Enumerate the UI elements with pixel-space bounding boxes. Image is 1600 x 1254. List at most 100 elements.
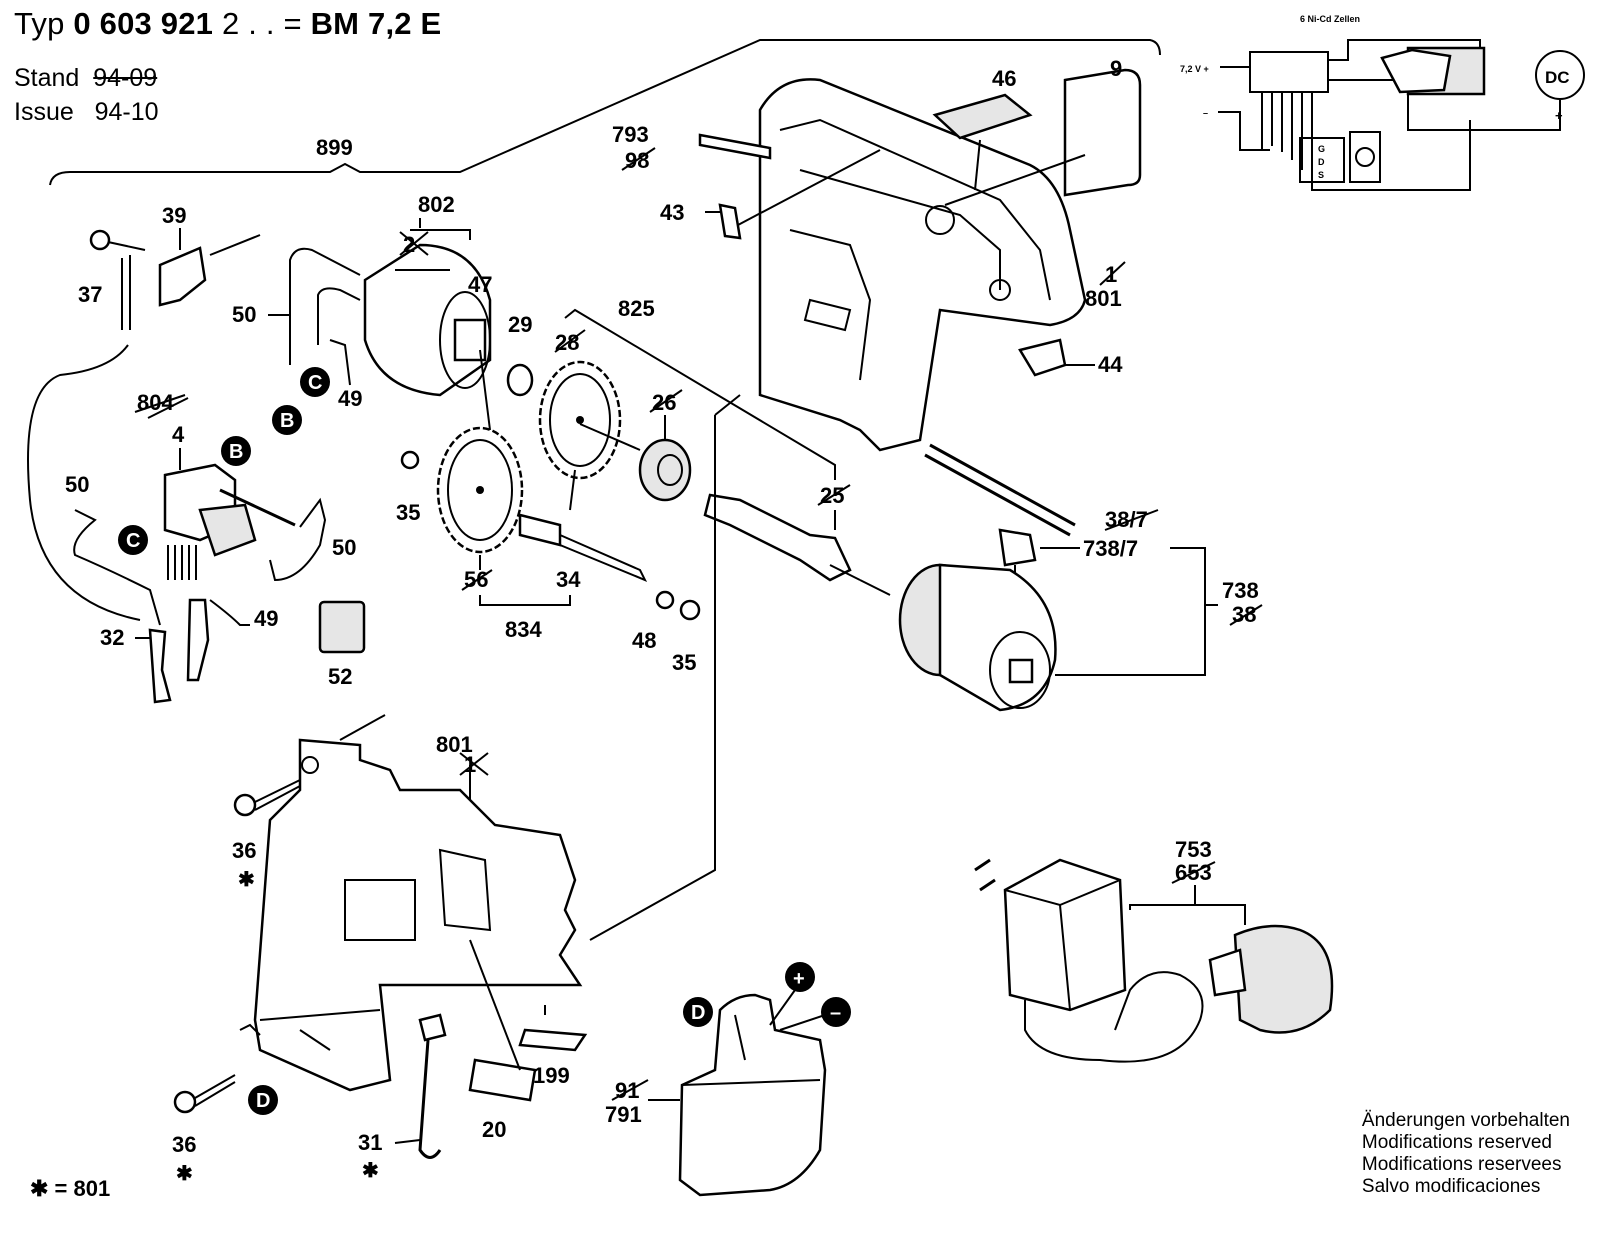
part-35-washer: [400, 450, 420, 470]
part-56-gear: [436, 426, 524, 554]
callout-50b: 50: [65, 472, 89, 497]
part-49-contact: [186, 598, 210, 682]
note-de: Änderungen vorbehalten: [1361, 1110, 1570, 1131]
callout-35: 35: [396, 500, 420, 525]
callout-791: 791: [605, 1102, 642, 1127]
star-bottom: ✱: [176, 1163, 193, 1185]
callout-20: 20: [482, 1117, 506, 1142]
callout-47: 47: [468, 272, 492, 297]
callout-49: 49: [338, 386, 362, 411]
callout-31: 31: [358, 1130, 382, 1155]
svg-text:–: –: [830, 1002, 841, 1024]
callout-738-7: 738/7: [1083, 536, 1138, 561]
part-25-spindle: [703, 493, 861, 582]
part-29-bushing: [506, 363, 534, 397]
stand-row: Stand 94-09: [14, 64, 157, 93]
star-31: ✱: [362, 1160, 379, 1182]
callout-9: 9: [1110, 56, 1122, 81]
callout-738: 738: [1222, 578, 1259, 603]
callout-29: 29: [508, 312, 532, 337]
part-20-label: [468, 1058, 537, 1102]
marker-minus: –: [821, 997, 851, 1027]
strike-marks: [134, 147, 1263, 1101]
marker-d-2: D: [683, 997, 713, 1027]
part-804-switch: [163, 463, 296, 580]
model-name: BM 7,2 E: [310, 6, 442, 41]
part-753-charger: [974, 858, 1334, 1063]
callout-36-bottom: 36: [172, 1132, 196, 1157]
svg-text:D: D: [691, 1002, 705, 1024]
callout-4: 4: [172, 422, 185, 447]
svg-text:+: +: [793, 968, 805, 990]
marker-c-2: C: [118, 525, 148, 555]
callout-52: 52: [328, 664, 352, 689]
part-31-lever: [418, 1013, 447, 1042]
housing-half-right: [758, 78, 1087, 452]
part-802-motor: [363, 243, 492, 397]
issue-label: Issue: [14, 98, 74, 126]
part-43-clip: [718, 203, 742, 240]
part-9-label: [1063, 68, 1142, 197]
pin-s: S: [1318, 170, 1324, 180]
issue-value: 94-10: [94, 98, 159, 126]
svg-text:B: B: [280, 410, 294, 432]
part-791-battery: [678, 993, 827, 1197]
callout-804: 804: [137, 390, 174, 415]
callout-43: 43: [660, 200, 684, 225]
svg-text:C: C: [126, 530, 140, 552]
note-en: Modifications reserved: [1361, 1132, 1552, 1153]
part-46-pad: [932, 93, 1033, 140]
diagram-title: Typ 0 603 921 2 . . = BM 7,2 E: [14, 6, 441, 42]
part-48-ring: [655, 590, 675, 610]
bracket-899: [49, 39, 1161, 186]
callout-labels: 899 39 37 50 802 2 47 49 29 28 825 26 79…: [65, 56, 1259, 1185]
typ-label: Typ: [14, 6, 65, 41]
callout-834: 834: [505, 617, 542, 642]
part-199-label: [518, 1028, 588, 1052]
note-es: Salvo modificaciones: [1361, 1176, 1541, 1197]
circuit-title: 6 Ni-Cd Zellen: [1300, 14, 1360, 24]
callout-44: 44: [1098, 352, 1123, 377]
part-32-contact: [148, 628, 172, 704]
callout-199: 199: [533, 1063, 570, 1088]
callout-50c: 50: [332, 535, 356, 560]
callout-32: 32: [100, 625, 124, 650]
part-36-screw-bottom: [173, 1023, 261, 1114]
callout-38: 38: [1232, 602, 1256, 627]
typ-number: 0 603 921: [73, 6, 214, 41]
circuit-schematic: 6 Ni-Cd Zellen 7,2 V + – G D S DC +: [1180, 14, 1585, 191]
callout-39: 39: [162, 203, 186, 228]
part-37-screw: [89, 229, 111, 251]
callout-34: 34: [556, 567, 581, 592]
issue-row: Issue 94-10: [14, 98, 159, 127]
callout-801b: 801: [436, 732, 473, 757]
callout-753: 753: [1175, 837, 1212, 862]
motor-label: DC: [1545, 68, 1570, 87]
dc-motor-icon: [1535, 50, 1585, 100]
part-28-gear: [538, 360, 622, 480]
circuit-minus: –: [1203, 108, 1208, 118]
callout-49b: 49: [254, 606, 278, 631]
typ-suffix: 2 . . =: [221, 6, 302, 41]
marker-d-1: D: [248, 1085, 278, 1115]
housing-half-left: [253, 738, 583, 1092]
part-793-bit: [698, 133, 772, 160]
marker-plus: +: [785, 962, 815, 992]
callout-801: 801: [1085, 286, 1122, 311]
callout-46: 46: [992, 66, 1016, 91]
callout-37: 37: [78, 282, 102, 307]
marker-b-1: B: [272, 405, 302, 435]
callout-35b: 35: [672, 650, 696, 675]
stand-label: Stand: [14, 64, 80, 92]
svg-text:D: D: [256, 1090, 270, 1112]
part-44-clip: [1018, 338, 1067, 377]
part-52-block: [318, 600, 366, 654]
part-34-shaft: [518, 513, 648, 582]
legend-star: ✱ = 801: [30, 1176, 111, 1201]
star-top: ✱: [238, 869, 255, 891]
note-fr: Modifications reservees: [1361, 1154, 1562, 1175]
part-738-chuck: [898, 563, 1057, 712]
pin-g: G: [1318, 144, 1325, 154]
part-36-screw-top: [233, 779, 301, 817]
callout-793: 793: [612, 122, 649, 147]
